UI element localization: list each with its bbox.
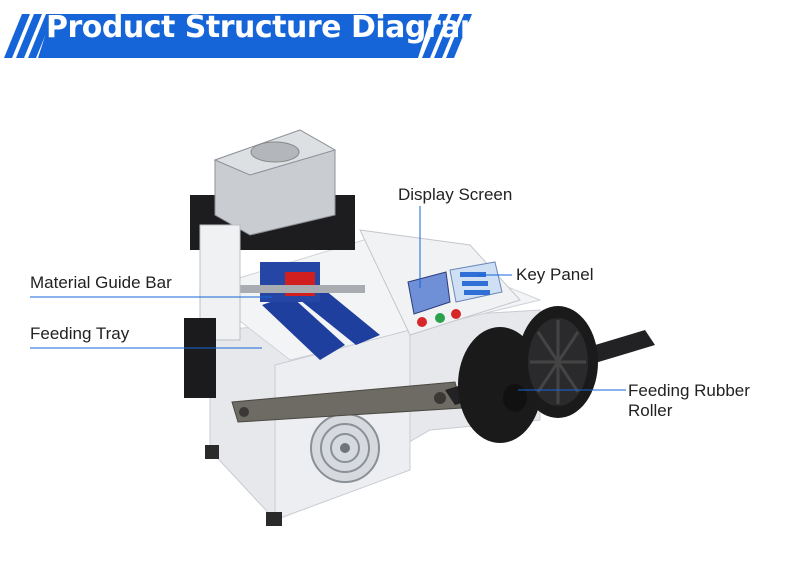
fan-ring xyxy=(330,433,360,463)
start-button xyxy=(435,313,445,323)
arm-bolt xyxy=(239,407,249,417)
banner-stripe-left-1 xyxy=(4,14,30,58)
banner-stripe-right-1 xyxy=(422,14,448,58)
banner-stripe-left-3 xyxy=(28,14,54,58)
banner-stripe-right-3 xyxy=(446,14,472,58)
feed-shaft xyxy=(240,285,365,293)
guide-bar-blue-1 xyxy=(262,295,345,360)
label-material-guide-bar: Material Guide Bar xyxy=(30,273,172,292)
key-button xyxy=(464,290,490,295)
label-key-panel: Key Panel xyxy=(516,265,594,284)
label-display-screen: Display Screen xyxy=(398,185,513,204)
side-block-black xyxy=(184,318,216,398)
label-feeding-rubber-roller-line1: Feeding Rubber xyxy=(628,381,750,400)
roller-hub xyxy=(503,384,527,412)
machine-foot xyxy=(266,512,282,526)
label-feeding-rubber-roller-line2: Roller xyxy=(628,401,673,420)
page-title: Product Structure Diagram xyxy=(46,10,491,45)
key-button xyxy=(462,281,488,286)
guide-bar-blue-2 xyxy=(300,290,380,345)
aux-button xyxy=(451,309,461,319)
banner-body xyxy=(38,14,432,58)
fan-hub xyxy=(340,443,350,453)
roller-spoke xyxy=(536,331,580,393)
display-screen-graphic xyxy=(407,271,451,315)
title-banner xyxy=(4,14,472,58)
banner-stripe-left-2 xyxy=(16,14,42,58)
top-cylinder-piston xyxy=(250,141,300,163)
banner-stripe-right-2 xyxy=(434,14,460,58)
fan-ring xyxy=(320,423,370,473)
label-feeding-tray: Feeding Tray xyxy=(30,324,130,343)
stop-button xyxy=(417,317,427,327)
key-button xyxy=(460,272,486,277)
arm-bolt xyxy=(434,392,446,404)
machine-foot xyxy=(205,445,219,459)
